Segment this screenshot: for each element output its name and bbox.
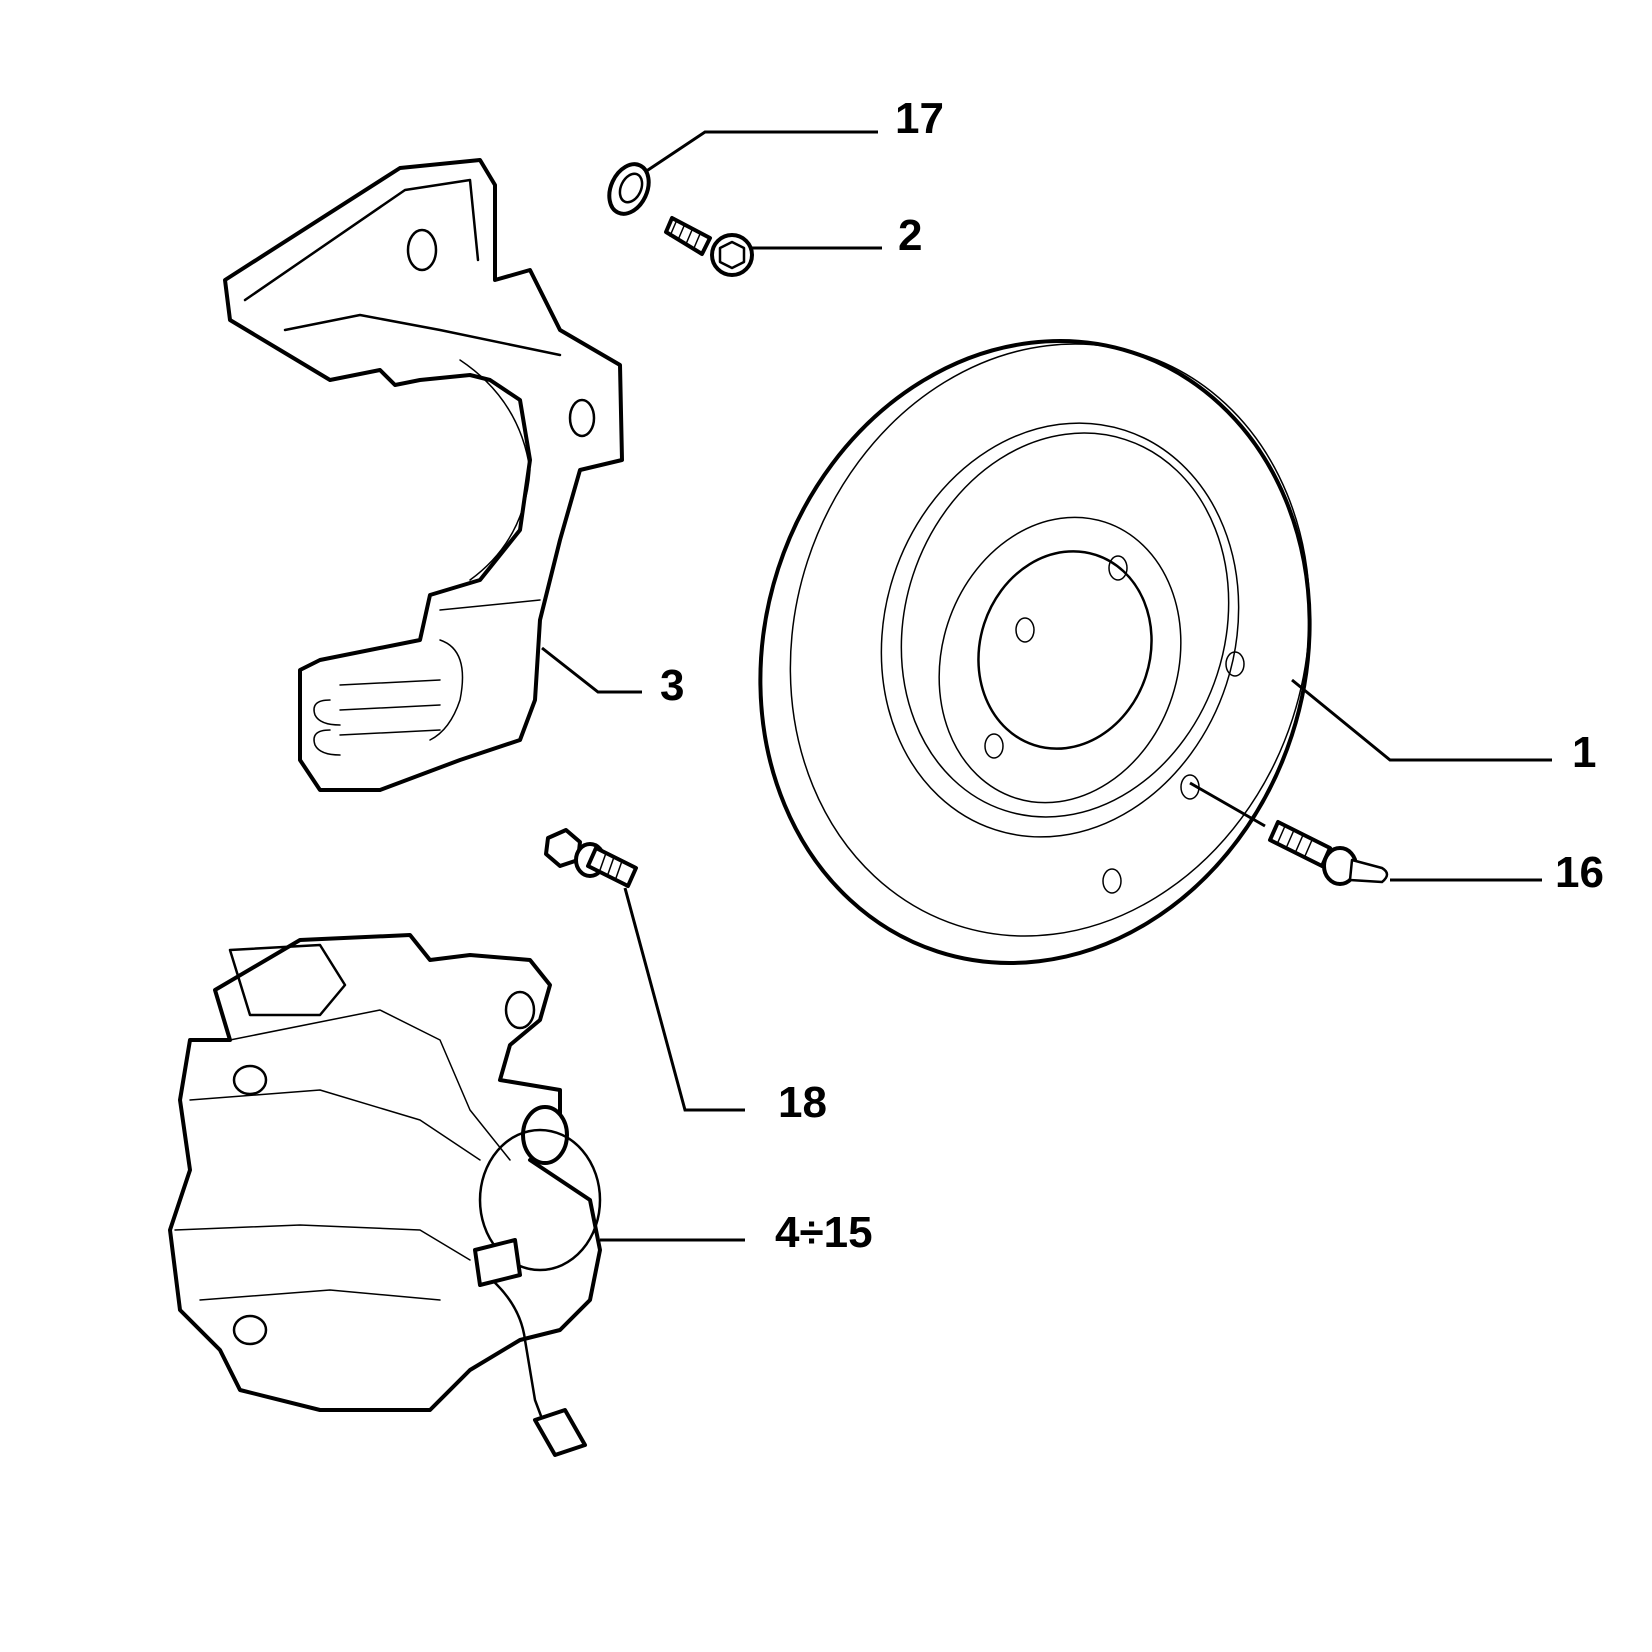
- bolt[interactable]: [664, 216, 754, 277]
- leader-line-16: [1189, 781, 1266, 828]
- leader-line-17: [644, 130, 878, 174]
- bleed-screw[interactable]: [544, 828, 638, 888]
- washer[interactable]: [602, 158, 657, 220]
- callout-16[interactable]: 16: [1555, 848, 1604, 897]
- callout-17[interactable]: 17: [895, 94, 944, 143]
- leader-line-1: [1291, 678, 1552, 762]
- disc-fixing-screw[interactable]: [1268, 820, 1389, 886]
- callout-1[interactable]: 1: [1572, 728, 1596, 777]
- callout-2[interactable]: 2: [898, 211, 922, 260]
- brake-caliper[interactable]: [168, 933, 602, 1457]
- brake-disc[interactable]: [681, 269, 1389, 1035]
- callout-3[interactable]: 3: [660, 661, 684, 710]
- caliper-bracket[interactable]: [223, 158, 624, 792]
- callout-4-15[interactable]: 4÷15: [775, 1208, 873, 1257]
- callout-18[interactable]: 18: [778, 1078, 827, 1127]
- leader-line-18: [623, 887, 745, 1112]
- leader-line-3: [541, 646, 642, 694]
